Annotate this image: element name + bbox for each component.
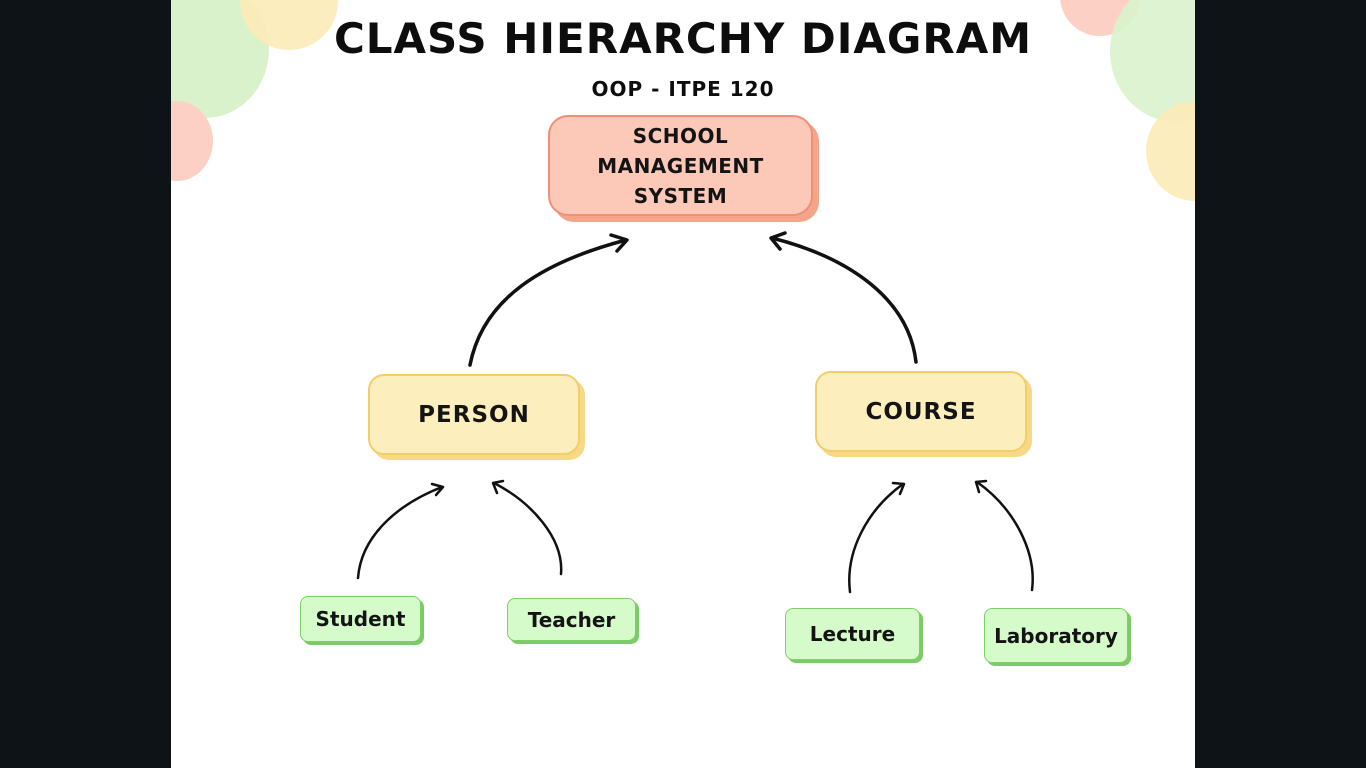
node-label: Teacher bbox=[527, 607, 616, 632]
node-school-management-system: SCHOOL MANAGEMENT SYSTEM bbox=[548, 115, 813, 216]
node-label: PERSON bbox=[418, 401, 530, 428]
arrowhead-person-to-root bbox=[609, 233, 629, 253]
node-laboratory: Laboratory bbox=[984, 608, 1128, 663]
node-label: Laboratory bbox=[994, 623, 1118, 648]
node-label: SCHOOL MANAGEMENT SYSTEM bbox=[597, 123, 764, 208]
arrowhead-lecture-to-course bbox=[891, 481, 906, 496]
arrow-teacher-to-person bbox=[492, 481, 563, 576]
arrowhead-student-to-person bbox=[430, 482, 445, 497]
node-course: COURSE bbox=[815, 371, 1027, 452]
diagram-subtitle: OOP - ITPE 120 bbox=[591, 77, 775, 101]
node-lecture: Lecture bbox=[785, 608, 920, 660]
arrowhead-course-to-root bbox=[769, 231, 787, 251]
arrow-student-to-person bbox=[356, 485, 444, 580]
node-teacher: Teacher bbox=[507, 598, 636, 641]
node-label: Lecture bbox=[809, 622, 896, 646]
arrow-lecture-to-course bbox=[848, 482, 905, 594]
node-label: Student bbox=[315, 607, 406, 631]
diagram-title: CLASS HIERARCHY DIAGRAM bbox=[333, 14, 1033, 63]
arrowhead-teacher-to-person bbox=[491, 479, 505, 495]
arrow-person-to-root bbox=[468, 238, 628, 367]
node-label: COURSE bbox=[865, 398, 977, 425]
arrow-laboratory-to-course bbox=[975, 480, 1034, 592]
arrows-layer bbox=[356, 231, 1034, 594]
arrow-course-to-root bbox=[770, 236, 918, 364]
arrowhead-laboratory-to-course bbox=[974, 479, 988, 494]
node-student: Student bbox=[300, 596, 421, 642]
slide: CLASS HIERARCHY DIAGRAM OOP - ITPE 120 bbox=[171, 0, 1195, 768]
node-person: PERSON bbox=[368, 374, 580, 455]
